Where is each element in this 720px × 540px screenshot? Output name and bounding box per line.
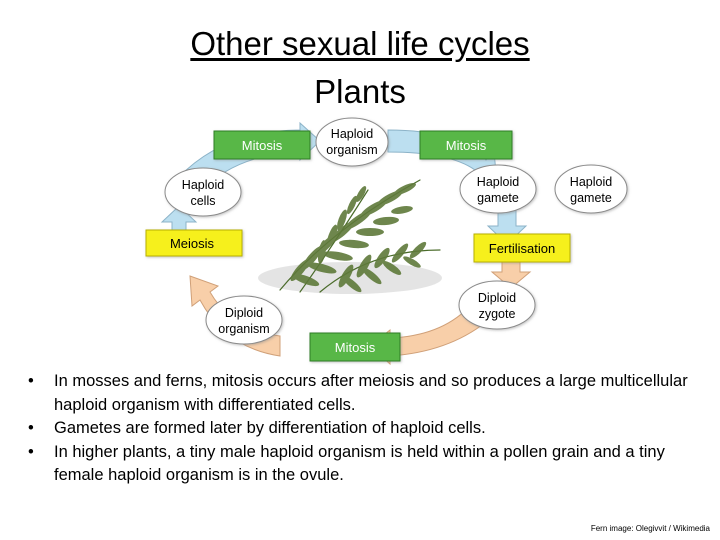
svg-text:Haploid: Haploid [570,175,612,189]
process-mitosis-top-left: Mitosis [213,130,311,160]
process-meiosis: Meiosis [145,229,243,257]
node-label-line2: organism [326,143,377,157]
node-haploid-gamete-2: Haploid gamete [554,164,628,214]
bullet-list: In mosses and ferns, mitosis occurs afte… [24,370,704,488]
node-haploid-cells: Haploid cells [164,167,242,217]
process-label: Mitosis [242,138,283,153]
svg-text:Diploid: Diploid [225,306,263,320]
process-mitosis-top-right: Mitosis [419,130,513,160]
svg-text:zygote: zygote [479,307,516,321]
process-label: Mitosis [446,138,487,153]
svg-text:gamete: gamete [570,191,612,205]
svg-text:Haploid: Haploid [182,178,224,192]
fern-image [258,179,442,294]
life-cycle-diagram: Mitosis Mitosis Meiosis Fertilisation Mi… [145,117,628,366]
node-label-line1: Haploid [331,127,373,141]
process-label: Mitosis [335,340,376,355]
bullet-item: Gametes are formed later by differentiat… [24,417,704,441]
svg-text:gamete: gamete [477,191,519,205]
node-diploid-zygote: Diploid zygote [458,280,536,330]
arrow-meiosis-to-cells [160,205,198,231]
process-fertilisation: Fertilisation [473,233,571,263]
image-credit: Fern image: Olegivvit / Wikimedia [590,524,710,533]
arrow-fertilisation-to-zygote [490,261,532,289]
bullet-item: In higher plants, a tiny male haploid or… [24,441,704,488]
process-label: Fertilisation [489,241,555,256]
slide-title: Other sexual life cycles [190,25,530,62]
slide-subtitle: Plants [314,73,406,110]
process-label: Meiosis [170,236,215,251]
svg-text:Haploid: Haploid [477,175,519,189]
bullet-item: In mosses and ferns, mitosis occurs afte… [24,370,704,417]
process-mitosis-bottom: Mitosis [309,332,401,362]
node-diploid-organism: Diploid organism [205,295,283,345]
svg-text:organism: organism [218,322,269,336]
svg-text:cells: cells [190,194,215,208]
svg-text:Diploid: Diploid [478,291,516,305]
node-haploid-organism: Haploid organism [315,117,389,167]
node-haploid-gamete-1: Haploid gamete [459,164,537,214]
